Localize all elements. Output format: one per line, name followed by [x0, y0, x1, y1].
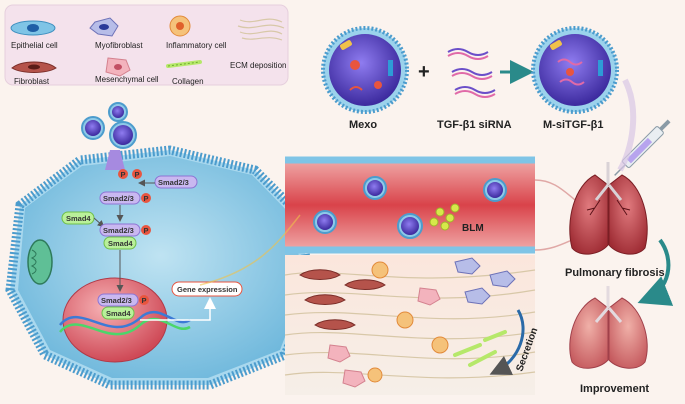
blood-vessel-panel: BLM [285, 156, 535, 254]
collagen-icon [166, 60, 202, 68]
legend-label-ecm: ECM deposition [230, 61, 286, 70]
mitochondrion-icon [27, 239, 53, 285]
injection-flow [617, 78, 637, 172]
gene-expression-box [171, 281, 243, 297]
legend-label-collagen: Collagen [172, 77, 204, 86]
smad23-pill-2 [99, 223, 141, 237]
myofibroblast-icon [89, 17, 119, 37]
blm-label: BLM [462, 223, 484, 234]
mesenchymal-cells [327, 287, 441, 388]
collagen-fibers [453, 330, 507, 367]
smad4-label-2: Smad4 [106, 309, 131, 318]
fibrotic-lungs [569, 162, 648, 255]
secretion-arrow [489, 309, 525, 375]
gene-expression-label: Gene expression [177, 285, 238, 294]
p-label-2: P [144, 226, 149, 235]
arrow-gene [140, 297, 216, 321]
legend-label-inflammatory: Inflammatory cell [166, 41, 227, 50]
plus-sign: + [418, 61, 430, 83]
blm-particles [429, 203, 460, 231]
inflammatory-cells [367, 261, 449, 383]
myofibroblast-cells [454, 257, 516, 305]
arrow-c [93, 217, 105, 228]
vessel-exosome-2 [313, 210, 337, 234]
smad23-label-3: Smad2/3 [101, 296, 132, 305]
p-label-3: P [142, 296, 147, 305]
mexo-exosome [321, 26, 409, 114]
fibroblast-icon [11, 61, 57, 73]
legend-box [4, 4, 289, 86]
smad23-pill-1 [99, 191, 141, 205]
pulmonary-fibrosis-label: Pulmonary fibrosis [565, 267, 665, 279]
synthesis-panel: Mexo + TGF-β1 siRNA M-siTGF-β1 [321, 26, 671, 176]
m-sitgf-exosome [531, 26, 619, 114]
mesenchymal-cell-icon [105, 57, 131, 77]
legend-label-fibroblast: Fibroblast [14, 77, 50, 86]
vessel-exosome-4 [483, 178, 507, 202]
smad4-label-0: Smad4 [66, 214, 91, 223]
fibroblast-cells [299, 269, 386, 330]
smad23-label-0: Smad2/3 [158, 178, 189, 187]
syringe-icon [614, 119, 671, 176]
p-label-1: P [144, 194, 149, 203]
sirna-label: TGF-β1 siRNA [437, 119, 512, 131]
connector-3 [199, 214, 301, 286]
lung-tissue-panel: Secretion [284, 255, 540, 395]
epithelial-cell-icon [10, 20, 56, 36]
cytoplasm [18, 156, 303, 378]
m-sitgf-label: M-siTGF-β1 [543, 119, 604, 131]
mexo-label: Mexo [349, 119, 377, 131]
inflammatory-cell-icon [169, 15, 191, 37]
smad4-pill-2 [101, 306, 135, 320]
legend-label-myofibroblast: Myofibroblast [95, 41, 143, 50]
dna-strand-2 [59, 317, 191, 336]
vessel-exosome-3 [397, 213, 423, 239]
p-label-receptor: P [121, 170, 126, 179]
sirna-icon [447, 48, 496, 98]
legend-label-mesenchymal: Mesenchymal cell [95, 75, 159, 84]
smad4-pill-1 [103, 236, 137, 250]
improvement-arrow [637, 238, 674, 306]
smad23-label-2: Smad2/3 [103, 226, 134, 235]
legend: Epithelial cell Myofibroblast Inflammato… [4, 4, 289, 86]
smad23-pill-0 [154, 175, 198, 189]
tgf-receptor [105, 150, 125, 170]
vessel-exosome-1 [363, 176, 387, 200]
legend-label-epithelial: Epithelial cell [11, 41, 58, 50]
target-cell [5, 145, 315, 390]
incoming-exosomes [81, 102, 137, 149]
improvement-label: Improvement [580, 383, 649, 395]
ecm-deposition-icon [237, 18, 285, 41]
smad23-pill-3 [97, 293, 139, 307]
smad4-label-1: Smad4 [108, 239, 133, 248]
smad23-label-1: Smad2/3 [103, 194, 134, 203]
p-label-receptor-2: P [135, 170, 140, 179]
healthy-lungs [569, 286, 648, 369]
signaling-pathway: P P Smad2/3 Smad2/3 P Smad4 Smad2/3 P Sm… [61, 169, 243, 321]
